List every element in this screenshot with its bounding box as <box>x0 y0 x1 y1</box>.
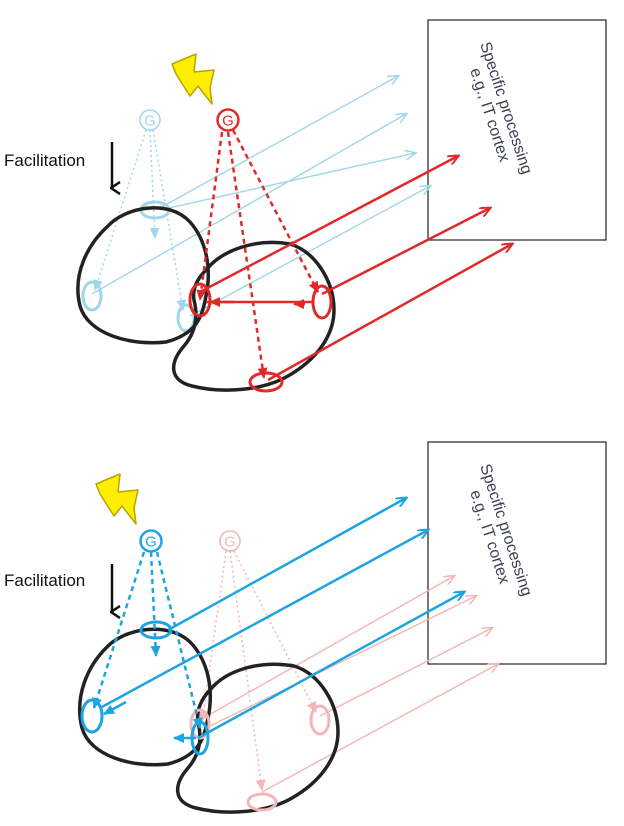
top-processing-box: Specific processing e.g., IT cortex <box>427 19 607 241</box>
bottom-blue-receptive-circles <box>80 620 210 756</box>
bottom-panel: Specific processing e.g., IT cortex G <box>4 441 607 814</box>
top-facilitation-label: Facilitation <box>4 151 85 170</box>
top-red-inward-arrowheads <box>209 297 305 309</box>
top-red-projections <box>196 129 320 379</box>
bottom-active-g-node: G <box>139 529 163 553</box>
top-faded-output-arrows <box>91 76 430 317</box>
top-lightning-bolt-icon <box>171 53 215 105</box>
bottom-faded-projections <box>198 550 317 791</box>
bottom-faded-output-arrows <box>199 576 498 793</box>
bottom-lightning-bolt-icon <box>95 473 139 525</box>
top-faded-g-label: G <box>144 113 156 130</box>
bottom-faded-g-node: G <box>219 530 241 552</box>
bottom-facilitation-label: Facilitation <box>4 571 85 590</box>
top-active-g-node: G <box>216 108 240 132</box>
top-active-g-label: G <box>222 113 234 130</box>
bottom-blue-inward-arrowheads <box>103 700 196 743</box>
bottom-faded-g-label: G <box>224 534 236 551</box>
bottom-faded-receptive-circles <box>189 704 331 812</box>
bottom-blue-output-arrows <box>99 498 464 740</box>
bottom-blue-projections <box>92 551 203 729</box>
bottom-active-g-label: G <box>145 534 157 551</box>
top-faded-projections <box>93 129 187 311</box>
bottom-processing-box: Specific processing e.g., IT cortex <box>427 441 607 665</box>
top-faded-receptive-circles <box>81 200 196 333</box>
top-panel: Specific processing e.g., IT cortex G <box>4 19 607 393</box>
top-faded-g-node: G <box>139 109 161 131</box>
top-red-receptive-circles <box>188 282 333 393</box>
top-object-outlines <box>76 206 336 392</box>
